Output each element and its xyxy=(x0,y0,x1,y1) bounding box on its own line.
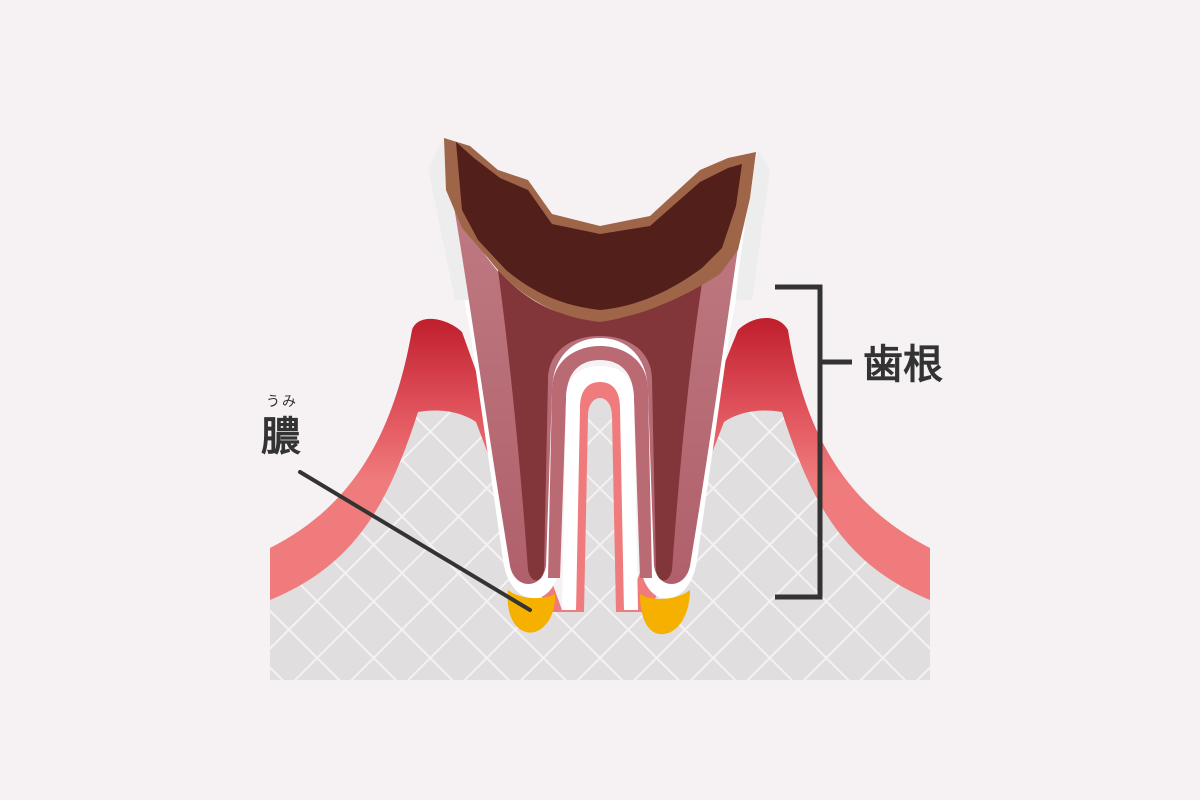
enamel-shell xyxy=(428,138,470,300)
decay-cavity xyxy=(456,142,742,310)
pus-right xyxy=(640,590,690,635)
tooth-root-bracket xyxy=(775,284,852,600)
alveolar-bone xyxy=(270,410,930,680)
inter-root-dentin xyxy=(548,346,652,578)
pus-callout-line xyxy=(298,470,532,612)
enamel-shell-right xyxy=(736,150,770,300)
pus-label: 膿 xyxy=(261,414,301,460)
tooth-root-label: 歯根 xyxy=(863,342,943,388)
pus-ruby-label: うみ xyxy=(266,394,298,410)
inter-root-bone xyxy=(584,398,616,612)
pulp xyxy=(498,270,704,581)
